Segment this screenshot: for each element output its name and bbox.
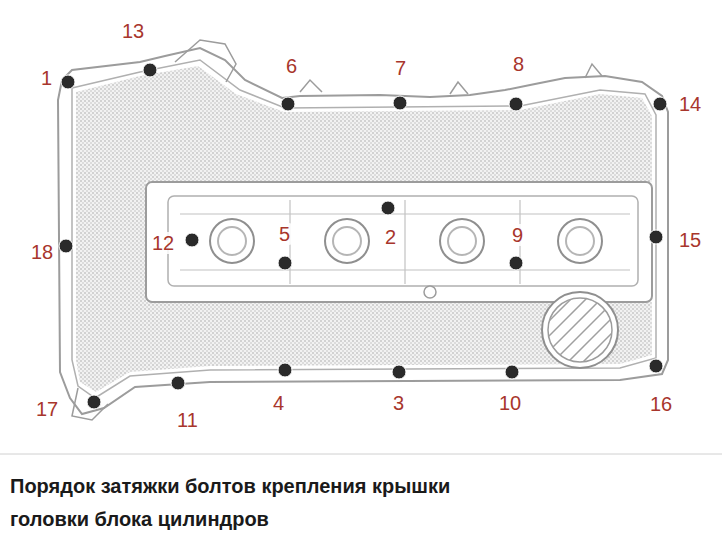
breather-boss [424,286,436,298]
cover-outline [58,48,668,414]
oil-filler-cap [540,280,625,368]
stippled-surface [76,66,652,392]
callout-number: 16 [648,393,674,415]
callout-number: 1 [39,67,54,89]
callout-number: 3 [391,392,406,414]
callout-number: 6 [284,55,299,77]
callout-number: 12 [150,232,176,254]
callout-number: 8 [511,53,526,75]
callout-number: 5 [277,223,292,245]
plug-recess [146,182,652,302]
callout-number: 7 [393,57,408,79]
spark-plug-holes [210,219,602,263]
callout-number: 15 [677,229,703,251]
left-foot [72,388,108,420]
caption-separator [0,454,722,455]
plug-recess-ribs [180,200,630,284]
cover-inner-outline [72,60,656,398]
callout-number: 18 [29,241,55,263]
callout-number: 2 [383,226,398,248]
plug-recess-inner [168,196,638,286]
callout-number: 11 [175,409,200,431]
top-bracket [175,40,602,94]
callout-number: 10 [497,392,523,414]
callout-number: 4 [271,392,286,414]
callout-number: 14 [677,93,703,115]
bolts [59,63,667,409]
callout-number: 13 [120,20,146,42]
callout-number: 9 [510,224,525,246]
figure-caption: Порядок затяжки болтов крепления крышки … [10,470,510,536]
callout-number: 17 [34,398,60,420]
